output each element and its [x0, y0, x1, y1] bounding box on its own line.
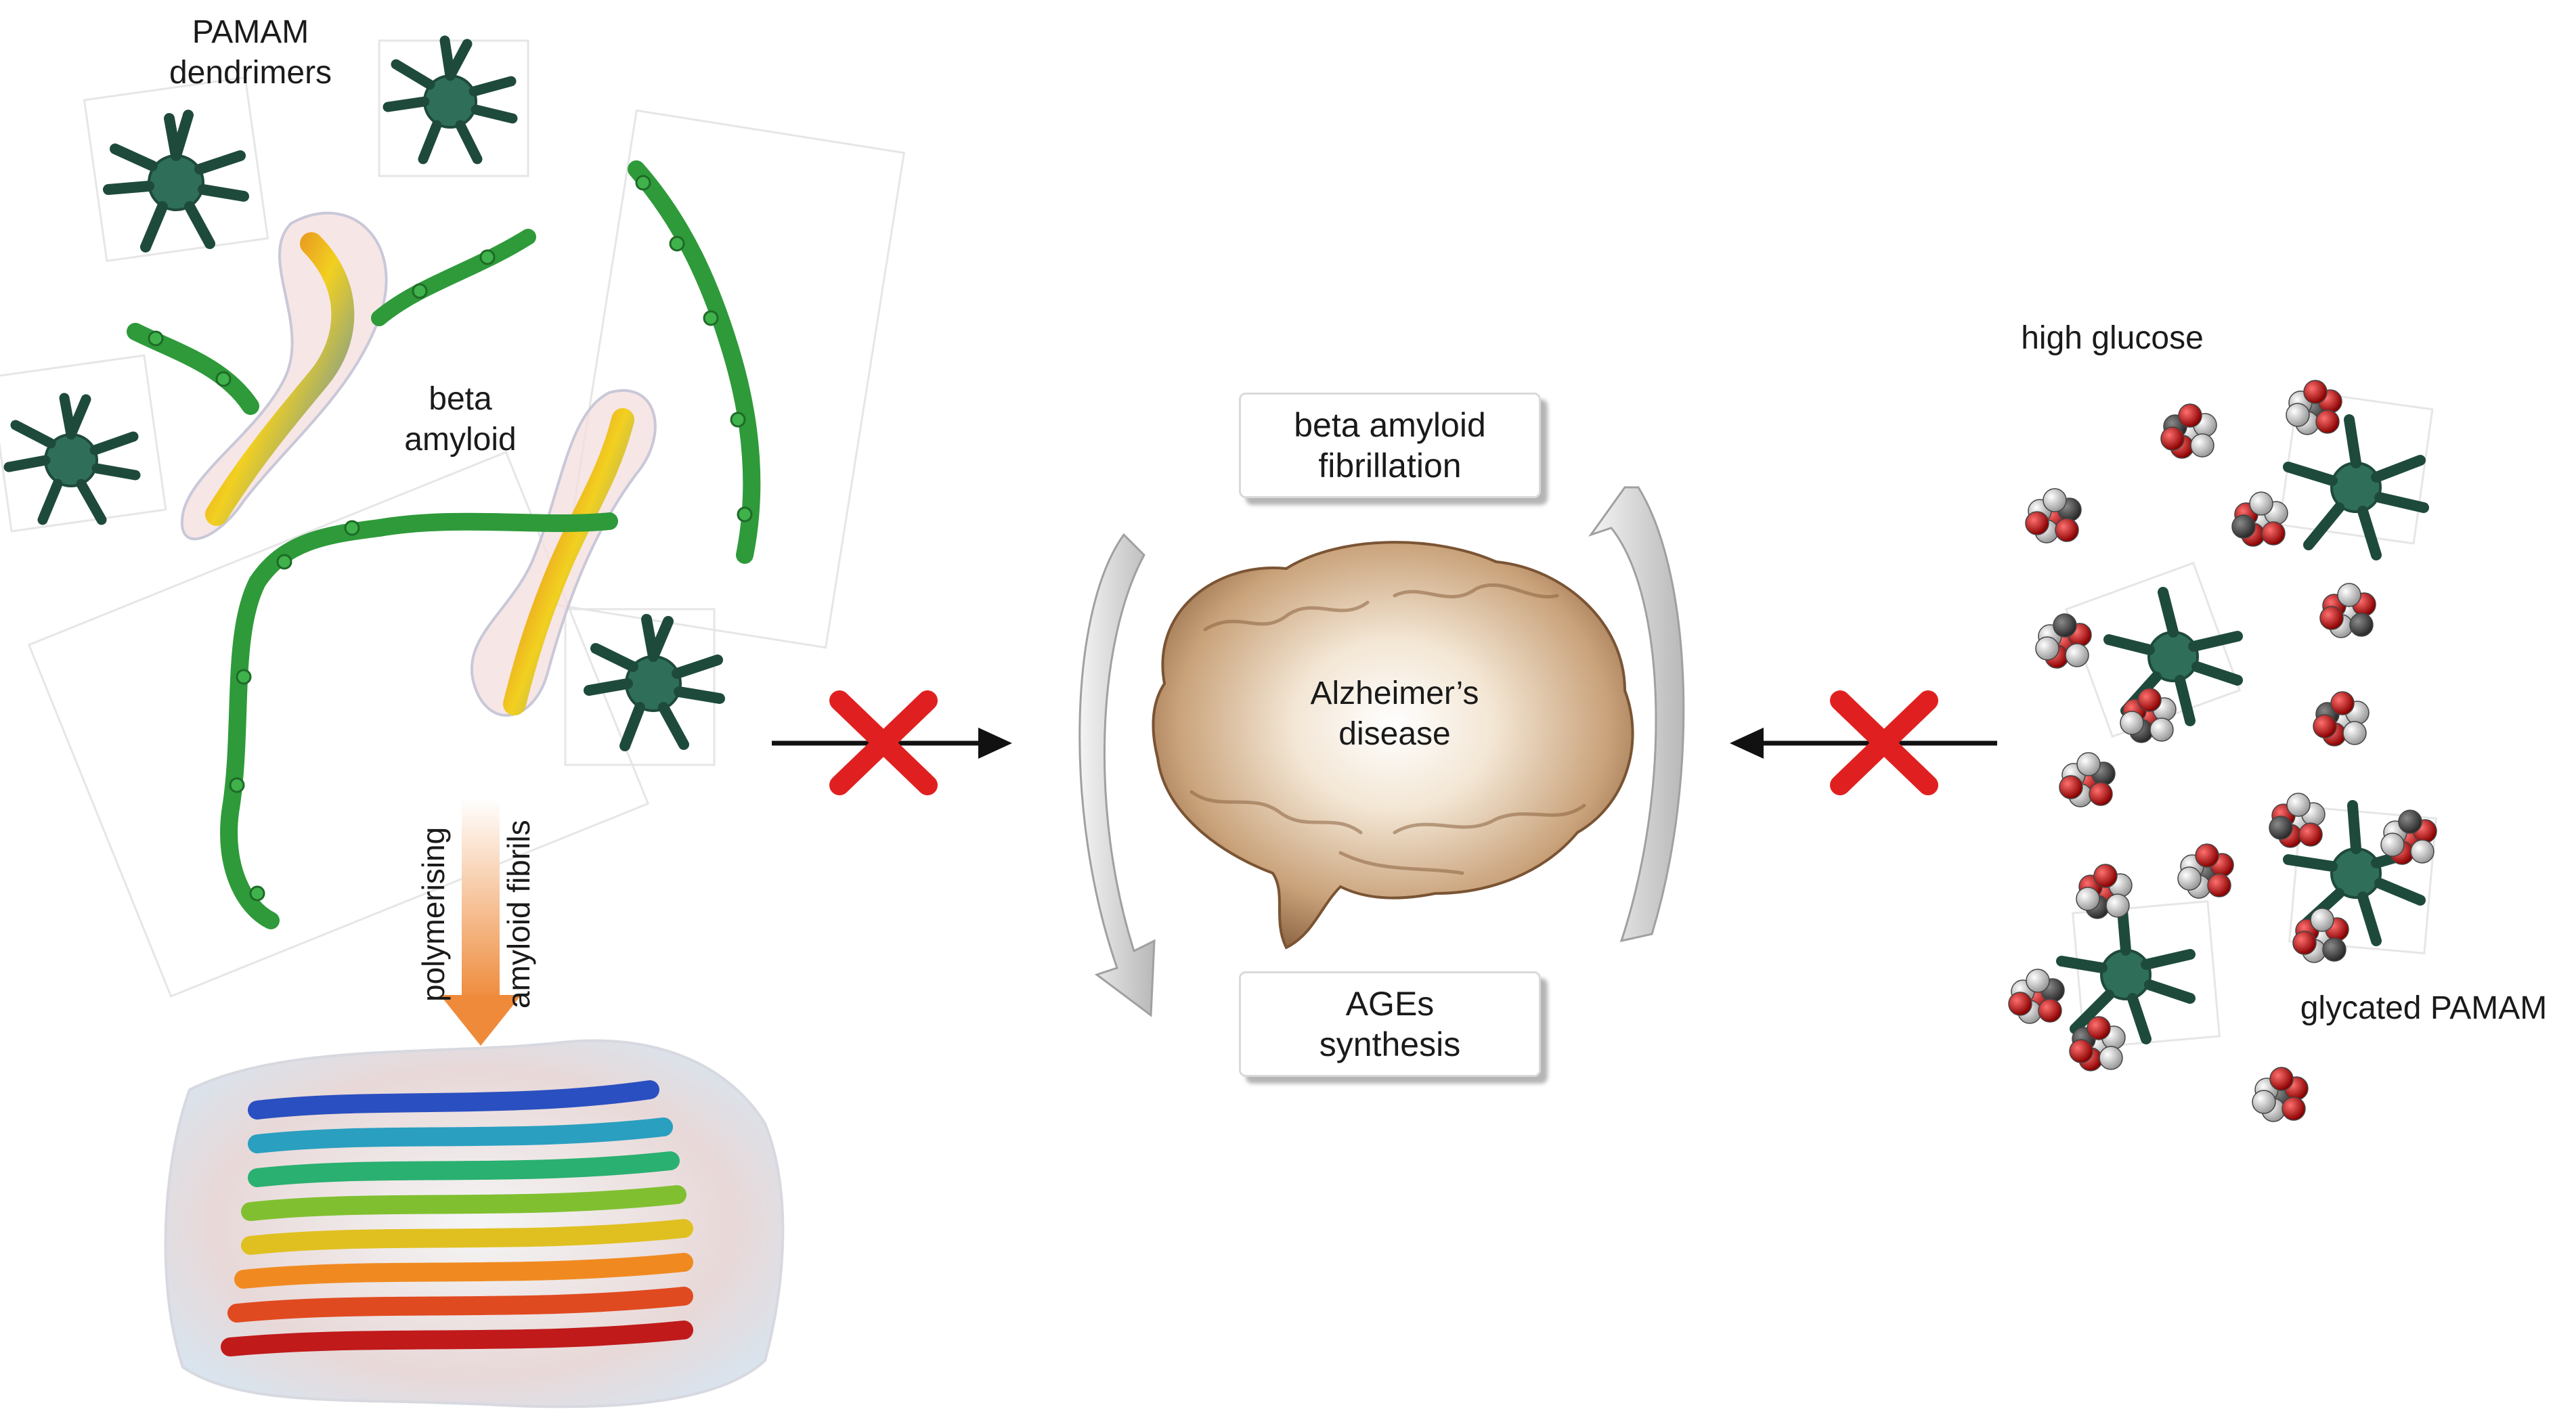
glucose-molecule: [2069, 1016, 2126, 1071]
cycle-arrows: [1078, 486, 1685, 1017]
glucose-molecules: [2008, 380, 2437, 1122]
glycated-pamam-panels: [2064, 389, 2437, 1049]
glycated-pamam-label: glycated PAMAM: [2300, 990, 2548, 1026]
pamam-label-line1: PAMAM: [192, 14, 309, 50]
glucose-molecule: [2035, 613, 2092, 669]
glucose-molecule: [2008, 969, 2065, 1024]
polymerising-arrow: [440, 799, 521, 1046]
pamam-dendrimer-icons: [3, 35, 725, 751]
alzheimers-label: Alzheimer’s disease: [1280, 673, 1510, 755]
glucose-molecule: [2313, 691, 2370, 747]
glucose-molecule: [2160, 403, 2217, 459]
glucose-molecule: [2286, 380, 2342, 435]
background-panels: [0, 39, 906, 998]
glucose-molecule: [2120, 688, 2177, 743]
glucose-molecule: [2177, 843, 2234, 899]
left-inhibited-arrow: [772, 690, 1012, 795]
glucose-molecule: [2319, 583, 2376, 638]
glucose-molecule: [2292, 908, 2349, 963]
glucose-molecule: [2059, 752, 2116, 807]
fibrillation-box-line1: beta amyloid: [1294, 406, 1486, 444]
beta-amyloid-label-line2: amyloid: [404, 422, 517, 458]
glucose-molecule: [2252, 1067, 2309, 1122]
ages-synthesis-box: AGEs synthesis: [1239, 971, 1541, 1077]
fibrillation-box-line2: fibrillation: [1318, 447, 1462, 485]
high-glucose-label: high glucose: [2021, 320, 2204, 356]
glucose-molecule: [2269, 793, 2326, 848]
beta-amyloid-label: beta amyloid: [386, 379, 535, 460]
alzheimers-label-line2: disease: [1338, 716, 1451, 752]
beta-amyloid-label-line1: beta: [429, 381, 492, 417]
pamam-label-line2: dendrimers: [169, 55, 332, 91]
glucose-molecule: [2231, 491, 2288, 547]
fibrillation-box: beta amyloid fibrillation: [1239, 393, 1541, 498]
amyloid-fibrils-label: amyloid fibrils: [501, 820, 536, 1009]
glucose-molecule: [2380, 810, 2437, 865]
alzheimers-label-line1: Alzheimer’s: [1310, 675, 1479, 711]
glucose-molecule: [2076, 864, 2133, 919]
ages-box-line1: AGEs: [1345, 985, 1435, 1023]
right-inhibited-arrow: [1730, 690, 1997, 795]
polymerising-label: polymerising: [416, 826, 451, 1002]
amyloid-fibril-structure: [164, 1039, 785, 1409]
ages-box-line2: synthesis: [1319, 1025, 1461, 1063]
pamam-label: PAMAM dendrimers: [149, 12, 352, 93]
brain-image: [1152, 541, 1634, 950]
beta-amyloid-structures: [127, 160, 761, 929]
glucose-molecule: [2025, 488, 2082, 544]
